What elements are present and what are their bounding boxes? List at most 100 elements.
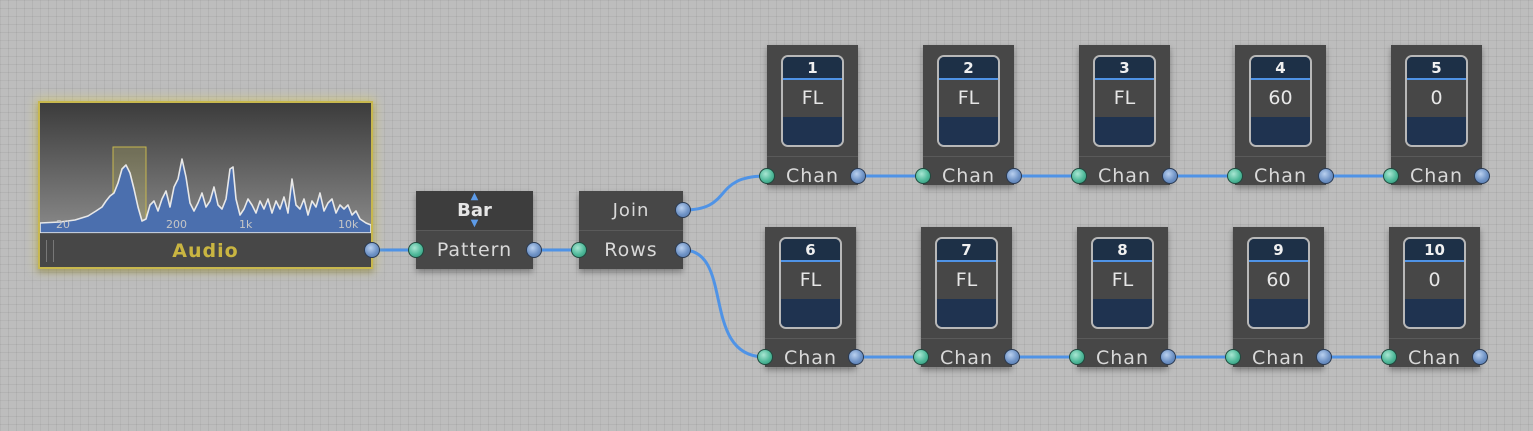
channel-number: 6 bbox=[781, 239, 840, 262]
chan-2-output-port[interactable] bbox=[1006, 168, 1022, 184]
chan-4-output-port[interactable] bbox=[1318, 168, 1334, 184]
chan-8-output-port[interactable] bbox=[1160, 349, 1176, 365]
chan-port-row: Chan bbox=[923, 157, 1014, 195]
channel-number: 7 bbox=[937, 239, 996, 262]
chan-6-input-port[interactable] bbox=[757, 349, 773, 365]
channel-value: 60 bbox=[1249, 262, 1308, 299]
channel-slot[interactable]: 10 0 bbox=[1403, 237, 1466, 329]
channel-slot[interactable]: 7 FL bbox=[935, 237, 998, 329]
channel-value: FL bbox=[781, 262, 840, 299]
chan-8-input-port[interactable] bbox=[1069, 349, 1085, 365]
chan-label: Chan bbox=[1252, 347, 1305, 369]
chevron-up-icon[interactable]: ▲ bbox=[470, 191, 479, 202]
chan-9-output-port[interactable] bbox=[1316, 349, 1332, 365]
chan-9-input-port[interactable] bbox=[1225, 349, 1241, 365]
channel-value: FL bbox=[937, 262, 996, 299]
chan-node-9[interactable]: 9 60 Chan bbox=[1233, 227, 1324, 369]
join-input-port[interactable] bbox=[571, 242, 587, 258]
channel-number: 8 bbox=[1093, 239, 1152, 262]
channel-value: FL bbox=[1095, 80, 1154, 117]
pattern-input-port[interactable] bbox=[408, 242, 424, 258]
channel-slot[interactable]: 2 FL bbox=[937, 55, 1000, 147]
channel-number: 4 bbox=[1251, 57, 1310, 80]
chan-node-6[interactable]: 6 FL Chan bbox=[765, 227, 856, 369]
chan-3-output-port[interactable] bbox=[1162, 168, 1178, 184]
rows-output-port[interactable] bbox=[675, 242, 691, 258]
chan-node-5[interactable]: 5 0 Chan bbox=[1391, 45, 1482, 187]
freq-label-20: 20 bbox=[56, 218, 70, 231]
chan-node-4[interactable]: 4 60 Chan bbox=[1235, 45, 1326, 187]
channel-value: 0 bbox=[1405, 262, 1464, 299]
chan-label: Chan bbox=[784, 347, 837, 369]
chan-port-row: Chan bbox=[1079, 157, 1170, 195]
join-title-row: Join bbox=[579, 191, 683, 231]
chan-port-row: Chan bbox=[921, 339, 1012, 377]
pattern-selected-value: Bar bbox=[457, 200, 492, 221]
chan-port-row: Chan bbox=[1391, 157, 1482, 195]
chan-5-output-port[interactable] bbox=[1474, 168, 1490, 184]
channel-number: 9 bbox=[1249, 239, 1308, 262]
chan-label: Chan bbox=[1096, 347, 1149, 369]
chan-7-output-port[interactable] bbox=[1004, 349, 1020, 365]
channel-value: FL bbox=[783, 80, 842, 117]
channel-value: 60 bbox=[1251, 80, 1310, 117]
drag-handle-icon[interactable] bbox=[46, 240, 54, 262]
audio-label-bar[interactable]: Audio bbox=[40, 233, 371, 267]
channel-number: 5 bbox=[1407, 57, 1466, 80]
channel-slot[interactable]: 5 0 bbox=[1405, 55, 1468, 147]
join-node[interactable]: Join Rows bbox=[579, 191, 683, 269]
wire-rows-chan6 bbox=[682, 248, 766, 359]
freq-label-1k: 1k bbox=[239, 218, 253, 231]
chan-node-2[interactable]: 2 FL Chan bbox=[923, 45, 1014, 187]
chan-10-output-port[interactable] bbox=[1472, 349, 1488, 365]
chan-5-input-port[interactable] bbox=[1383, 168, 1399, 184]
channel-value: FL bbox=[1093, 262, 1152, 299]
wire-join-chan1 bbox=[682, 174, 768, 212]
rows-port-label: Rows bbox=[604, 239, 658, 261]
channel-slot[interactable]: 1 FL bbox=[781, 55, 844, 147]
chan-node-10[interactable]: 10 0 Chan bbox=[1389, 227, 1480, 369]
channel-number: 2 bbox=[939, 57, 998, 80]
channel-slot[interactable]: 6 FL bbox=[779, 237, 842, 329]
join-title: Join bbox=[612, 200, 650, 221]
chan-port-row: Chan bbox=[1235, 157, 1326, 195]
channel-value: FL bbox=[939, 80, 998, 117]
spectrum-display[interactable] bbox=[40, 103, 371, 233]
chan-label: Chan bbox=[786, 165, 839, 187]
pattern-selector[interactable]: ▲ Bar ▼ bbox=[416, 191, 533, 231]
chan-node-3[interactable]: 3 FL Chan bbox=[1079, 45, 1170, 187]
chan-node-1[interactable]: 1 FL Chan bbox=[767, 45, 858, 187]
pattern-port-label: Pattern bbox=[436, 239, 513, 261]
channel-slot[interactable]: 4 60 bbox=[1249, 55, 1312, 147]
chan-port-row: Chan bbox=[1389, 339, 1480, 377]
chan-10-input-port[interactable] bbox=[1381, 349, 1397, 365]
chan-node-8[interactable]: 8 FL Chan bbox=[1077, 227, 1168, 369]
join-output-port[interactable] bbox=[675, 202, 691, 218]
chan-1-input-port[interactable] bbox=[759, 168, 775, 184]
chan-label: Chan bbox=[942, 165, 995, 187]
channel-number: 3 bbox=[1095, 57, 1154, 80]
chan-port-row: Chan bbox=[767, 157, 858, 195]
freq-label-200: 200 bbox=[166, 218, 187, 231]
chan-3-input-port[interactable] bbox=[1071, 168, 1087, 184]
audio-label: Audio bbox=[172, 239, 239, 262]
channel-slot[interactable]: 8 FL bbox=[1091, 237, 1154, 329]
chan-6-output-port[interactable] bbox=[848, 349, 864, 365]
audio-node[interactable]: 20 200 1k 10k Audio bbox=[38, 101, 373, 269]
channel-number: 1 bbox=[783, 57, 842, 80]
pattern-output-port[interactable] bbox=[526, 242, 542, 258]
audio-output-port[interactable] bbox=[364, 242, 380, 258]
chan-4-input-port[interactable] bbox=[1227, 168, 1243, 184]
pattern-node[interactable]: ▲ Bar ▼ Pattern bbox=[416, 191, 533, 269]
channel-number: 10 bbox=[1405, 239, 1464, 262]
chevron-down-icon[interactable]: ▼ bbox=[470, 218, 479, 229]
channel-slot[interactable]: 3 FL bbox=[1093, 55, 1156, 147]
channel-value: 0 bbox=[1407, 80, 1466, 117]
chan-7-input-port[interactable] bbox=[913, 349, 929, 365]
pattern-port-row: Pattern bbox=[416, 231, 533, 269]
channel-slot[interactable]: 9 60 bbox=[1247, 237, 1310, 329]
chan-node-7[interactable]: 7 FL Chan bbox=[921, 227, 1012, 369]
rows-port-row: Rows bbox=[579, 231, 683, 269]
chan-2-input-port[interactable] bbox=[915, 168, 931, 184]
chan-1-output-port[interactable] bbox=[850, 168, 866, 184]
